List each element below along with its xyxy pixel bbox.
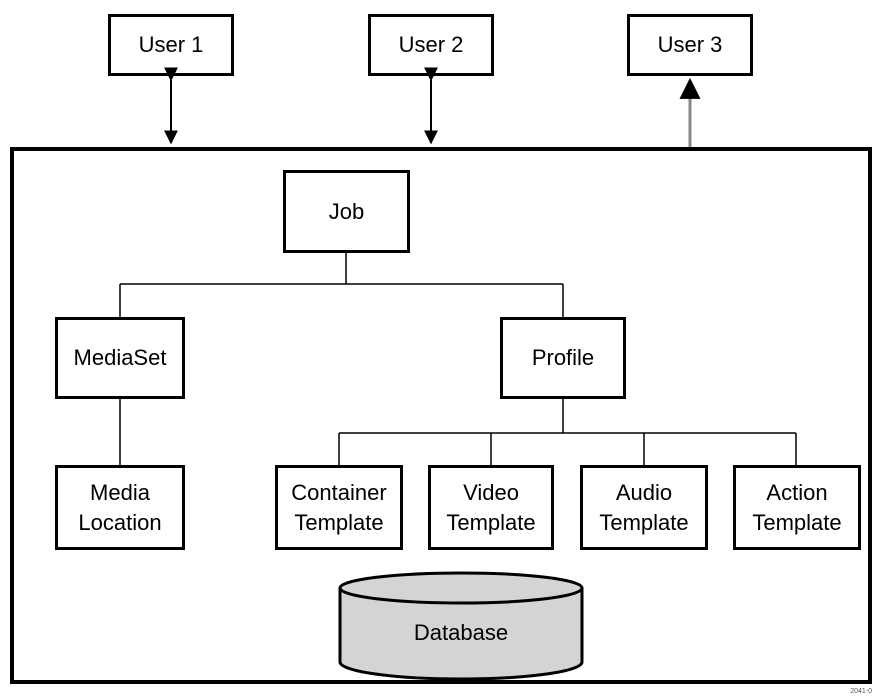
mediaset-box: MediaSet [55,317,185,399]
video-template-box: Video Template [428,465,554,550]
database-cylinder [338,571,584,681]
job-box: Job [283,170,410,253]
user-3-box: User 3 [627,14,753,76]
action-template-box: Action Template [733,465,861,550]
media-location-box: Media Location [55,465,185,550]
database-label: Database [413,620,509,645]
profile-box: Profile [500,317,626,399]
user-1-box: User 1 [108,14,234,76]
container-template-box: Container Template [275,465,403,550]
audio-template-box: Audio Template [580,465,708,550]
figure-code: 2041-0 [850,688,872,695]
